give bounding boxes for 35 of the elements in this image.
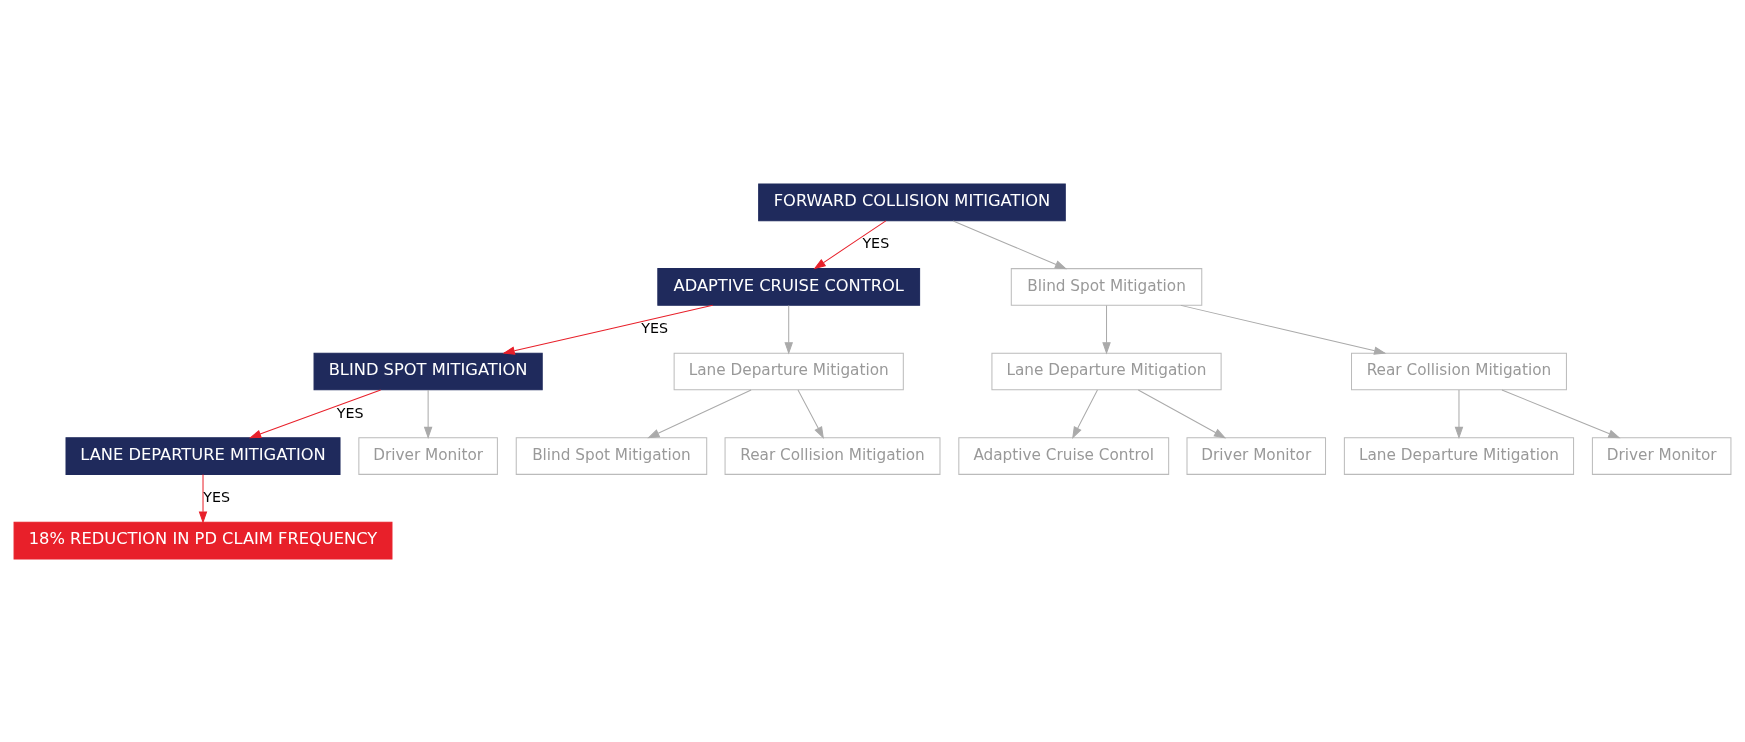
node-box: 18% REDUCTION IN PD CLAIM FREQUENCY xyxy=(13,521,393,559)
arrow xyxy=(797,389,824,439)
node-box: Adaptive Cruise Control xyxy=(958,436,1170,475)
node-box: Rear Collision Mitigation xyxy=(1351,352,1567,390)
arrow xyxy=(813,219,887,269)
node-box: Blind Spot Mitigation xyxy=(515,436,708,475)
arrow xyxy=(1180,304,1387,355)
node-box: BLIND SPOT MITIGATION xyxy=(313,352,543,390)
arrow xyxy=(1137,389,1227,438)
arrow xyxy=(502,304,714,355)
arrow xyxy=(1501,389,1621,438)
arrow xyxy=(1454,389,1464,439)
node-box: Rear Collision Mitigation xyxy=(724,436,941,475)
node-box: Lane Departure Mitigation xyxy=(1343,436,1575,475)
node-box: LANE DEPARTURE MITIGATION xyxy=(65,436,341,475)
arrow xyxy=(248,388,382,438)
edge-label: YES xyxy=(862,234,890,251)
node-box: FORWARD COLLISION MITIGATION xyxy=(758,183,1066,221)
arrow xyxy=(784,304,793,355)
arrow xyxy=(647,389,752,438)
node-box: Driver Monitor xyxy=(1186,436,1327,475)
node-box: Lane Departure Mitigation xyxy=(673,352,904,390)
edge-label: YES xyxy=(336,404,364,421)
edge-label: YES xyxy=(641,319,669,336)
arrow xyxy=(952,219,1068,269)
arrow xyxy=(423,389,433,439)
node-box: Blind Spot Mitigation xyxy=(1010,267,1203,306)
edge-label: YES xyxy=(203,488,231,505)
node-box: Driver Monitor xyxy=(1591,436,1732,475)
node-box: ADAPTIVE CRUISE CONTROL xyxy=(657,267,921,306)
node-box: Lane Departure Mitigation xyxy=(991,352,1222,390)
arrow xyxy=(198,473,208,524)
arrow xyxy=(1072,389,1098,439)
arrow xyxy=(1102,304,1111,355)
node-box: Driver Monitor xyxy=(358,436,498,475)
